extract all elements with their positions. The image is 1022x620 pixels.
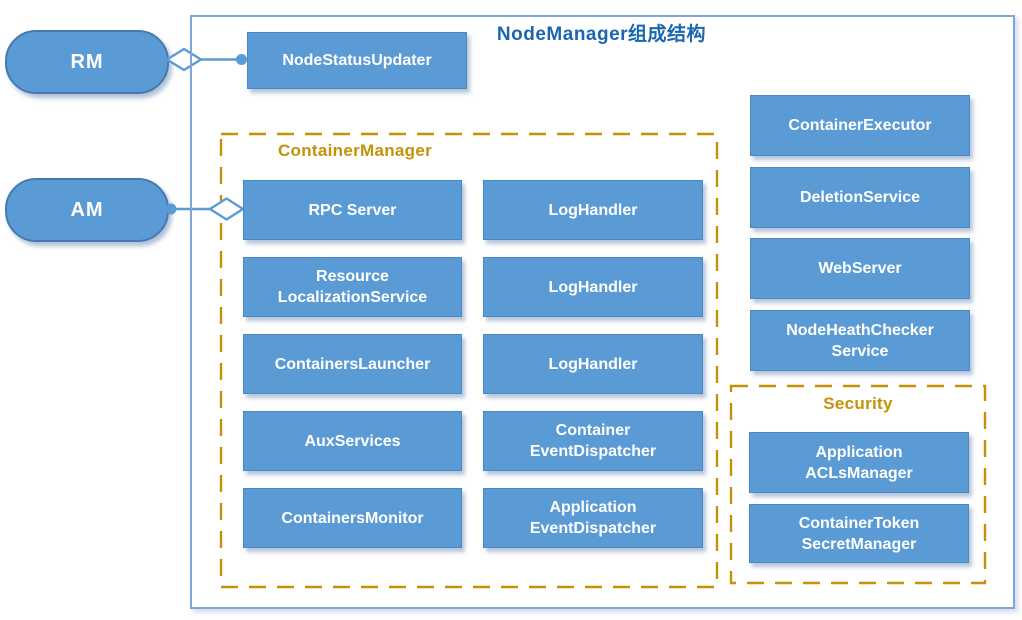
box-webserver: WebServer <box>750 238 970 299</box>
am-node: AM <box>5 178 169 242</box>
security-group-label: Security <box>823 394 893 413</box>
box-loghandler-2: LogHandler <box>483 257 703 317</box>
box-application-eventdispatcher: Application EventDispatcher <box>483 488 703 548</box>
rm-aggregation-diamond-icon <box>164 47 204 72</box>
page-title: NodeManager组成结构 <box>496 24 707 45</box>
security-group-border <box>729 384 987 585</box>
box-deletionservice: DeletionService <box>750 167 970 228</box>
box-containerexecutor: ContainerExecutor <box>750 95 970 156</box>
box-loghandler-3: LogHandler <box>483 334 703 394</box>
box-resource-localizationservice: Resource LocalizationService <box>243 257 462 317</box>
box-loghandler-1: LogHandler <box>483 180 703 240</box>
box-containertoken-secretmanager: ContainerToken SecretManager <box>749 504 969 563</box>
containermanager-group-label: ContainerManager <box>277 141 433 160</box>
am-connector-dot-icon <box>165 203 177 215</box>
am-aggregation-diamond-icon <box>207 197 246 221</box>
rm-node: RM <box>5 30 169 94</box>
box-container-eventdispatcher: Container EventDispatcher <box>483 411 703 471</box>
box-containerslauncher: ContainersLauncher <box>243 334 462 394</box>
box-nodeheathchecker-service: NodeHeathChecker Service <box>750 310 970 371</box>
rm-connector-dot-icon <box>236 54 247 65</box>
box-rpc-server: RPC Server <box>243 180 462 240</box>
box-application-aclsmanager: Application ACLsManager <box>749 432 969 493</box>
box-nodestatusupdater: NodeStatusUpdater <box>247 32 467 89</box>
box-auxservices: AuxServices <box>243 411 462 471</box>
box-containersmonitor: ContainersMonitor <box>243 488 462 548</box>
